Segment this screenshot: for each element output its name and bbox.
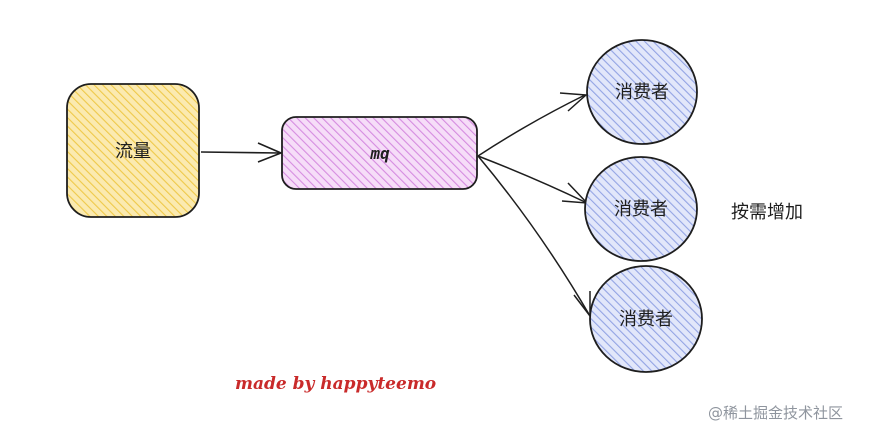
consumer-node-shape (589, 265, 703, 373)
scale-note: 按需增加 (731, 202, 803, 223)
arrow-head (559, 92, 588, 112)
consumer-node-shape (584, 156, 698, 262)
traffic-node-label: 流量 (115, 141, 151, 162)
consumer-node-1: 消费者 (586, 39, 698, 145)
traffic-node-shape (66, 83, 200, 218)
consumer-node-label: 消费者 (619, 309, 673, 330)
traffic-node: 流量 (66, 83, 200, 218)
arrow-traffic-to-mq (200, 142, 284, 163)
consumer-node-2: 消费者 (584, 156, 698, 262)
arrow-line (477, 155, 591, 317)
mq-node-shape (281, 116, 478, 190)
arrow-line (477, 155, 588, 204)
mq-node-label: mq (369, 144, 390, 163)
arrow-line (477, 94, 586, 157)
consumer-node-label: 消费者 (615, 82, 669, 103)
arrow-mq-to-consumer-2 (477, 155, 589, 204)
author-credit: made by happyteemo (235, 374, 436, 394)
arrow-mq-to-consumer-1 (477, 92, 588, 157)
arrow-line (200, 151, 281, 154)
consumer-node-3: 消费者 (589, 265, 703, 373)
arrow-head (257, 142, 284, 163)
consumer-node-label: 消费者 (614, 199, 668, 220)
consumer-node-shape (586, 39, 698, 145)
watermark: @稀土掘金技术社区 (708, 404, 843, 422)
mq-node: mq (281, 116, 478, 190)
arrow-mq-to-consumer-3 (477, 155, 591, 319)
